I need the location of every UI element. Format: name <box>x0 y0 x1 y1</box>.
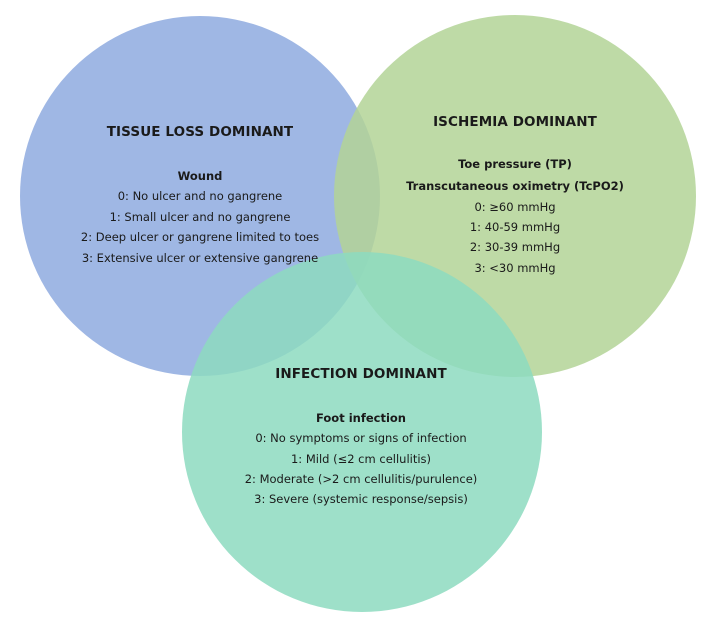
ischemia-title: ISCHEMIA DOMINANT <box>433 114 597 130</box>
ischemia-heading-tcpo2: Transcutaneous oximetry (TcPO2) <box>406 179 624 193</box>
ischemia-item: 1: 40-59 mmHg <box>469 220 561 234</box>
infection-title: INFECTION DOMINANT <box>275 366 447 382</box>
tissue-loss-item: 3: Extensive ulcer or extensive gangrene <box>81 251 319 265</box>
ischemia-item: 2: 30-39 mmHg <box>469 240 561 254</box>
tissue-loss-item: 2: Deep ulcer or gangrene limited to toe… <box>80 230 320 244</box>
ischemia-heading-toe-pressure: Toe pressure (TP) <box>458 157 572 171</box>
tissue-loss-item: 1: Small ulcer and no gangrene <box>109 210 291 224</box>
tissue-loss-item: 0: No ulcer and no gangrene <box>117 189 283 203</box>
tissue-loss-title: TISSUE LOSS DOMINANT <box>106 124 294 140</box>
infection-item: 3: Severe (systemic response/sepsis) <box>254 492 468 506</box>
infection-heading: Foot infection <box>316 411 406 425</box>
infection-item: 0: No symptoms or signs of infection <box>255 431 467 445</box>
ischemia-item: 0: ≥60 mmHg <box>474 200 556 214</box>
infection-circle <box>182 252 542 612</box>
infection-item: 1: Mild (≤2 cm cellulitis) <box>290 452 432 466</box>
tissue-loss-heading: Wound <box>177 169 223 183</box>
ischemia-item: 3: <30 mmHg <box>474 261 556 275</box>
infection-item: 2: Moderate (>2 cm cellulitis/purulence) <box>244 472 478 486</box>
